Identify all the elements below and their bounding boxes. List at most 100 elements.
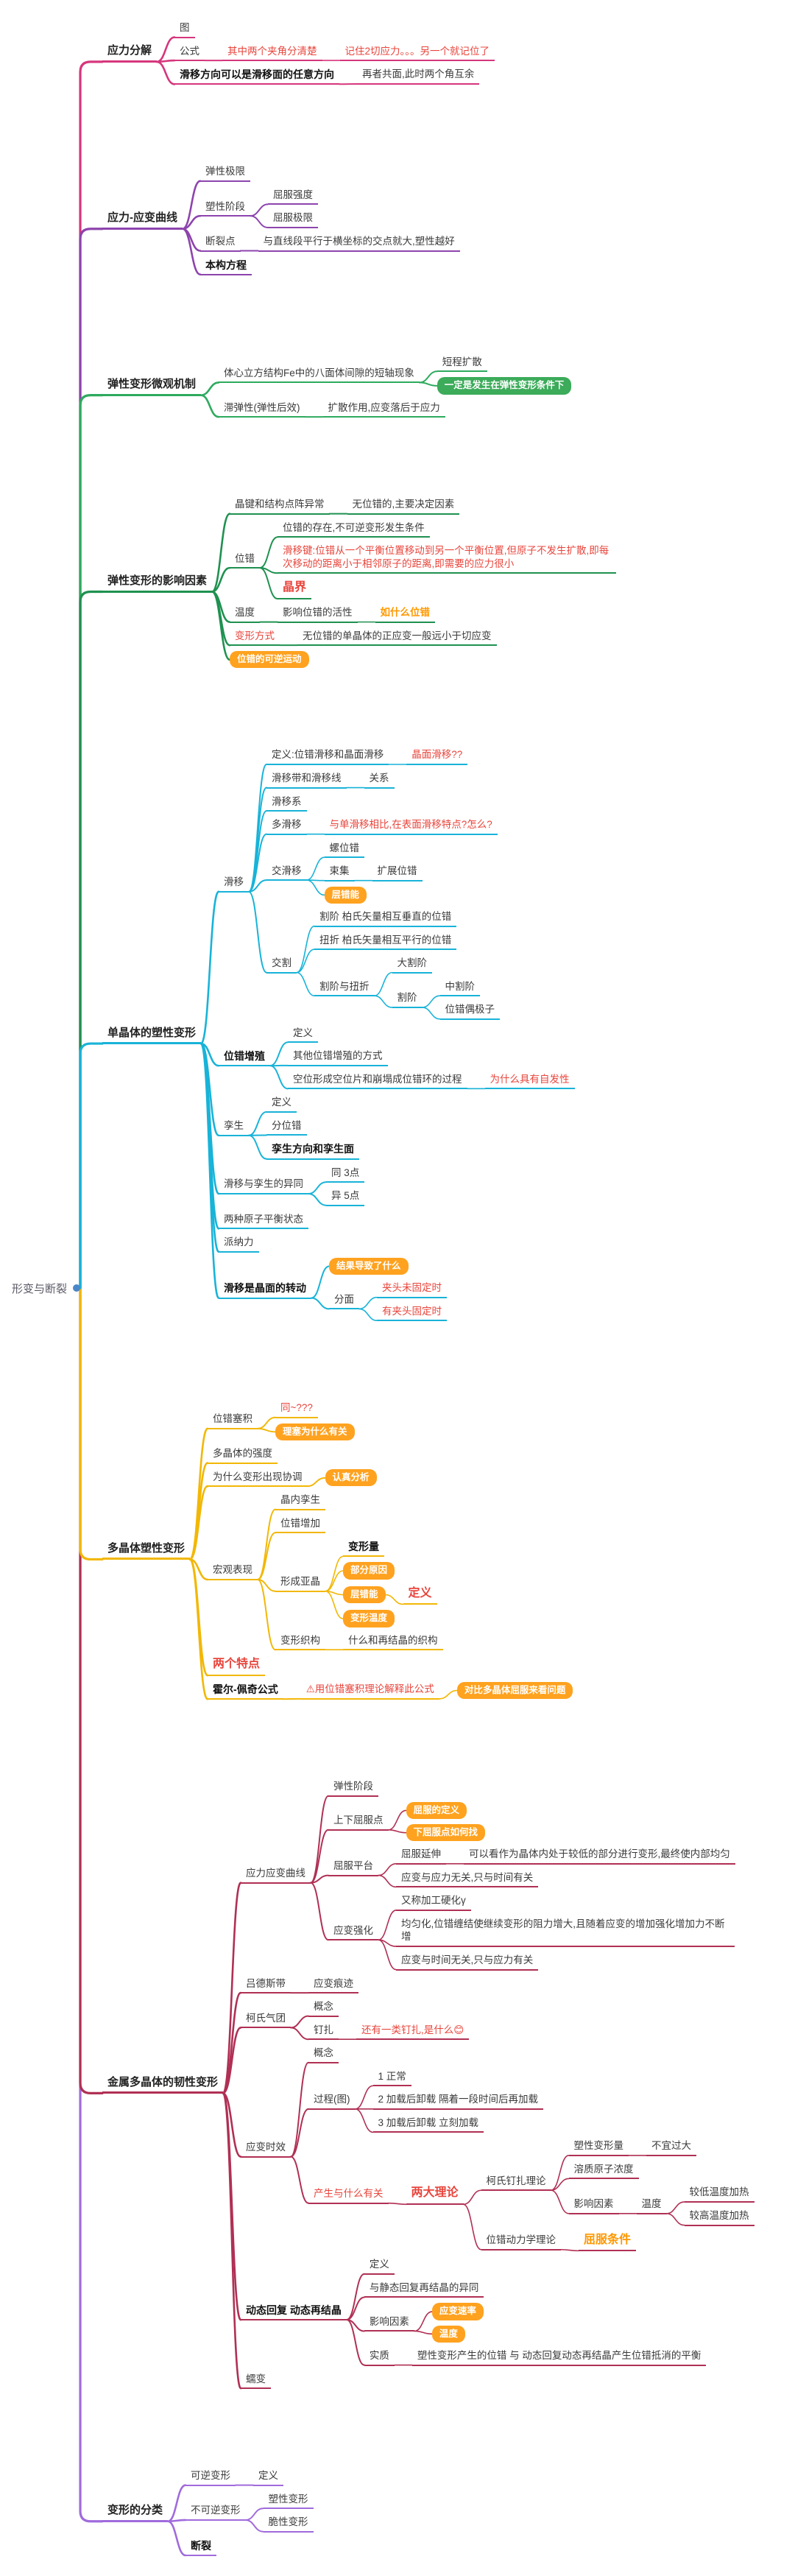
mindmap-node[interactable]: 影响位错的活性 — [278, 605, 358, 623]
mindmap-node[interactable]: 变形方式 — [230, 628, 280, 647]
mindmap-node[interactable]: 交滑移 — [266, 863, 307, 881]
mindmap-node[interactable]: 晶面滑移?? — [406, 747, 468, 765]
mindmap-node[interactable]: 较低温度加热 — [684, 2184, 755, 2203]
mindmap-node[interactable]: 多晶体的强度 — [208, 1446, 278, 1464]
mindmap-node[interactable]: 定义 — [266, 1094, 297, 1113]
mindmap-node[interactable]: 结果导致了什么 — [329, 1257, 409, 1275]
mindmap-node[interactable]: 变形量 — [343, 1538, 385, 1558]
branch-topic-node[interactable]: 弹性变形微观机制 — [102, 376, 202, 396]
mindmap-node[interactable]: 塑性变形产生的位错 与 动态回复动态再结晶产生位错抵消的平衡 — [411, 2348, 707, 2366]
mindmap-node[interactable]: 应变强化 — [328, 1923, 379, 1941]
mindmap-node[interactable]: 两个特点 — [208, 1655, 266, 1677]
mindmap-node[interactable]: 为什么变形出现协调 — [208, 1469, 308, 1488]
mindmap-node[interactable]: 变形温度 — [343, 1610, 395, 1627]
mindmap-node[interactable]: 3 加载后卸载 立刻加载 — [372, 2115, 484, 2133]
mindmap-node[interactable]: 其他位错增殖的方式 — [288, 1048, 388, 1066]
mindmap-node[interactable]: 中割阶 — [439, 979, 481, 997]
mindmap-node[interactable]: 束集 — [324, 863, 355, 881]
mindmap-node[interactable]: 有夹头固定时 — [377, 1303, 448, 1322]
mindmap-node[interactable]: 应变时效 — [241, 2139, 292, 2158]
mindmap-node[interactable]: 影响因素 — [568, 2196, 619, 2214]
mindmap-node[interactable]: 大割阶 — [392, 955, 433, 974]
mindmap-node[interactable]: 公式 — [174, 43, 205, 62]
mindmap-node[interactable]: 变形织构 — [275, 1633, 326, 1651]
mindmap-node[interactable]: 理塞为什么有关 — [275, 1423, 355, 1440]
mindmap-node[interactable]: 为什么具有自发性 — [484, 1071, 575, 1090]
mindmap-node[interactable]: 晶界 — [278, 579, 312, 600]
mindmap-node[interactable]: 应变与应力无关,只与时间有关 — [396, 1870, 539, 1888]
mindmap-node[interactable]: 位错增加 — [275, 1516, 326, 1534]
mindmap-node[interactable]: 扩展位错 — [372, 863, 423, 881]
mindmap-node[interactable]: 霍尔-佩奇公式 — [208, 1681, 283, 1700]
mindmap-node[interactable]: 本构方程 — [200, 257, 252, 275]
mindmap-node[interactable]: 断裂点 — [200, 233, 241, 252]
mindmap-node[interactable]: 定义:位错滑移和晶面滑移 — [266, 747, 389, 765]
mindmap-node[interactable]: 割阶 柏氏矢量相互垂直的位错 — [314, 909, 457, 927]
mindmap-node[interactable]: 过程(图) — [308, 2091, 356, 2110]
mindmap-node[interactable]: 屈服平台 — [328, 1858, 379, 1876]
branch-topic-node[interactable]: 金属多晶体的韧性变形 — [102, 2074, 224, 2094]
mindmap-node[interactable]: 定义 — [364, 2256, 395, 2275]
mindmap-node[interactable]: 部分原因 — [343, 1562, 395, 1580]
branch-topic-node[interactable]: 应力分解 — [102, 42, 158, 63]
mindmap-node[interactable]: 一定是发生在弹性变形条件下 — [437, 377, 572, 395]
mindmap-node[interactable]: 关系 — [364, 770, 395, 789]
mindmap-node[interactable]: 实质 — [364, 2348, 395, 2366]
mindmap-node[interactable]: 无位错的,主要决定因素 — [347, 496, 460, 515]
mindmap-node[interactable]: 晶键和结构点阵异常 — [230, 496, 330, 515]
mindmap-node[interactable]: 塑性阶段 — [200, 199, 251, 217]
mindmap-node[interactable]: 滑移键:位错从一个平衡位置移动到另一个平衡位置,但原子不发生扩散,即每次移动的距… — [278, 543, 617, 574]
mindmap-node[interactable]: 滑移系 — [266, 794, 307, 812]
mindmap-node[interactable]: 屈服的定义 — [406, 1801, 467, 1820]
mindmap-node[interactable]: 产生与什么有关 — [308, 2186, 389, 2204]
mindmap-node[interactable]: 认真分析 — [325, 1469, 377, 1487]
mindmap-node[interactable]: 溶质原子浓度 — [568, 2161, 639, 2180]
mindmap-node[interactable]: 屈服延伸 — [396, 1846, 447, 1865]
mindmap-node[interactable]: 蠕变 — [241, 2371, 272, 2390]
mindmap-node[interactable]: 概念 — [308, 1999, 339, 2017]
mindmap-node[interactable]: 两大理论 — [406, 2184, 464, 2206]
mindmap-node[interactable]: 塑性变形量 — [568, 2138, 629, 2156]
mindmap-node[interactable]: 无位错的单晶体的正应变一般远小于切应变 — [297, 628, 497, 647]
mindmap-node[interactable]: 弹性阶段 — [328, 1778, 379, 1797]
mindmap-node[interactable]: 柯氏气团 — [241, 2010, 292, 2029]
mindmap-node[interactable]: 不可逆变形 — [186, 2502, 246, 2521]
mindmap-node[interactable]: 滑移与孪生的异同 — [219, 1176, 309, 1194]
mindmap-node[interactable]: ⚠用位错塞积理论解释此公式 — [300, 1681, 439, 1700]
mindmap-node[interactable]: 下屈服点如何找 — [406, 1824, 486, 1842]
mindmap-node[interactable]: 屈服强度 — [268, 187, 319, 205]
mindmap-node[interactable]: 脆性变形 — [263, 2514, 314, 2533]
mindmap-node[interactable]: 位错增殖 — [219, 1048, 271, 1067]
mindmap-node[interactable]: 滑移 — [219, 874, 250, 893]
mindmap-node[interactable]: 分位错 — [266, 1118, 307, 1136]
branch-topic-node[interactable]: 弹性变形的影响因素 — [102, 572, 213, 593]
mindmap-node[interactable]: 塑性变形 — [263, 2491, 314, 2510]
mindmap-node[interactable]: 扩散作用,应变落后于应力 — [322, 400, 445, 418]
mindmap-node[interactable]: 分面 — [329, 1292, 360, 1310]
mindmap-node[interactable]: 位错 — [230, 551, 261, 569]
mindmap-node[interactable]: 什么和再结晶的织构 — [343, 1633, 443, 1651]
mindmap-node[interactable]: 不宜过大 — [646, 2138, 697, 2156]
mindmap-node[interactable]: 动态回复 动态再结晶 — [241, 2302, 347, 2321]
mindmap-node[interactable]: 1 正常 — [372, 2069, 411, 2087]
root-node[interactable]: 形变与断裂 — [12, 1282, 68, 1295]
mindmap-node[interactable]: 滑移是晶面的转动 — [219, 1280, 312, 1299]
mindmap-node[interactable]: 空位形成空位片和崩塌成位错环的过程 — [288, 1071, 467, 1090]
mindmap-node[interactable]: 扭折 柏氏矢量相互平行的位错 — [314, 932, 457, 951]
mindmap-node[interactable]: 如什么位错 — [375, 605, 436, 623]
mindmap-node[interactable]: 滑移带和滑移线 — [266, 770, 347, 789]
mindmap-node[interactable]: 孪生方向和孪生面 — [266, 1141, 360, 1160]
mindmap-node[interactable]: 与直线段平行于横坐标的交点就大,塑性越好 — [258, 233, 460, 252]
mindmap-node[interactable]: 与单滑移相比,在表面滑移特点?怎么? — [324, 817, 498, 835]
mindmap-node[interactable]: 与静态回复再结晶的异同 — [364, 2280, 484, 2298]
mindmap-node[interactable]: 2 加载后卸载 隔着一段时间后再加载 — [372, 2091, 544, 2110]
mindmap-node[interactable]: 图 — [174, 20, 195, 38]
mindmap-node[interactable]: 两种原子平衡状态 — [219, 1211, 309, 1230]
mindmap-node[interactable]: 派纳力 — [219, 1234, 259, 1253]
mindmap-node[interactable]: 位错的存在,不可逆变形发生条件 — [278, 520, 430, 538]
mindmap-node[interactable]: 温度 — [431, 2325, 465, 2343]
mindmap-node[interactable]: 螺位错 — [324, 840, 365, 859]
mindmap-node[interactable]: 晶内孪生 — [275, 1492, 326, 1510]
mindmap-node[interactable]: 断裂 — [186, 2538, 217, 2556]
mindmap-node[interactable]: 层错能 — [324, 886, 367, 904]
